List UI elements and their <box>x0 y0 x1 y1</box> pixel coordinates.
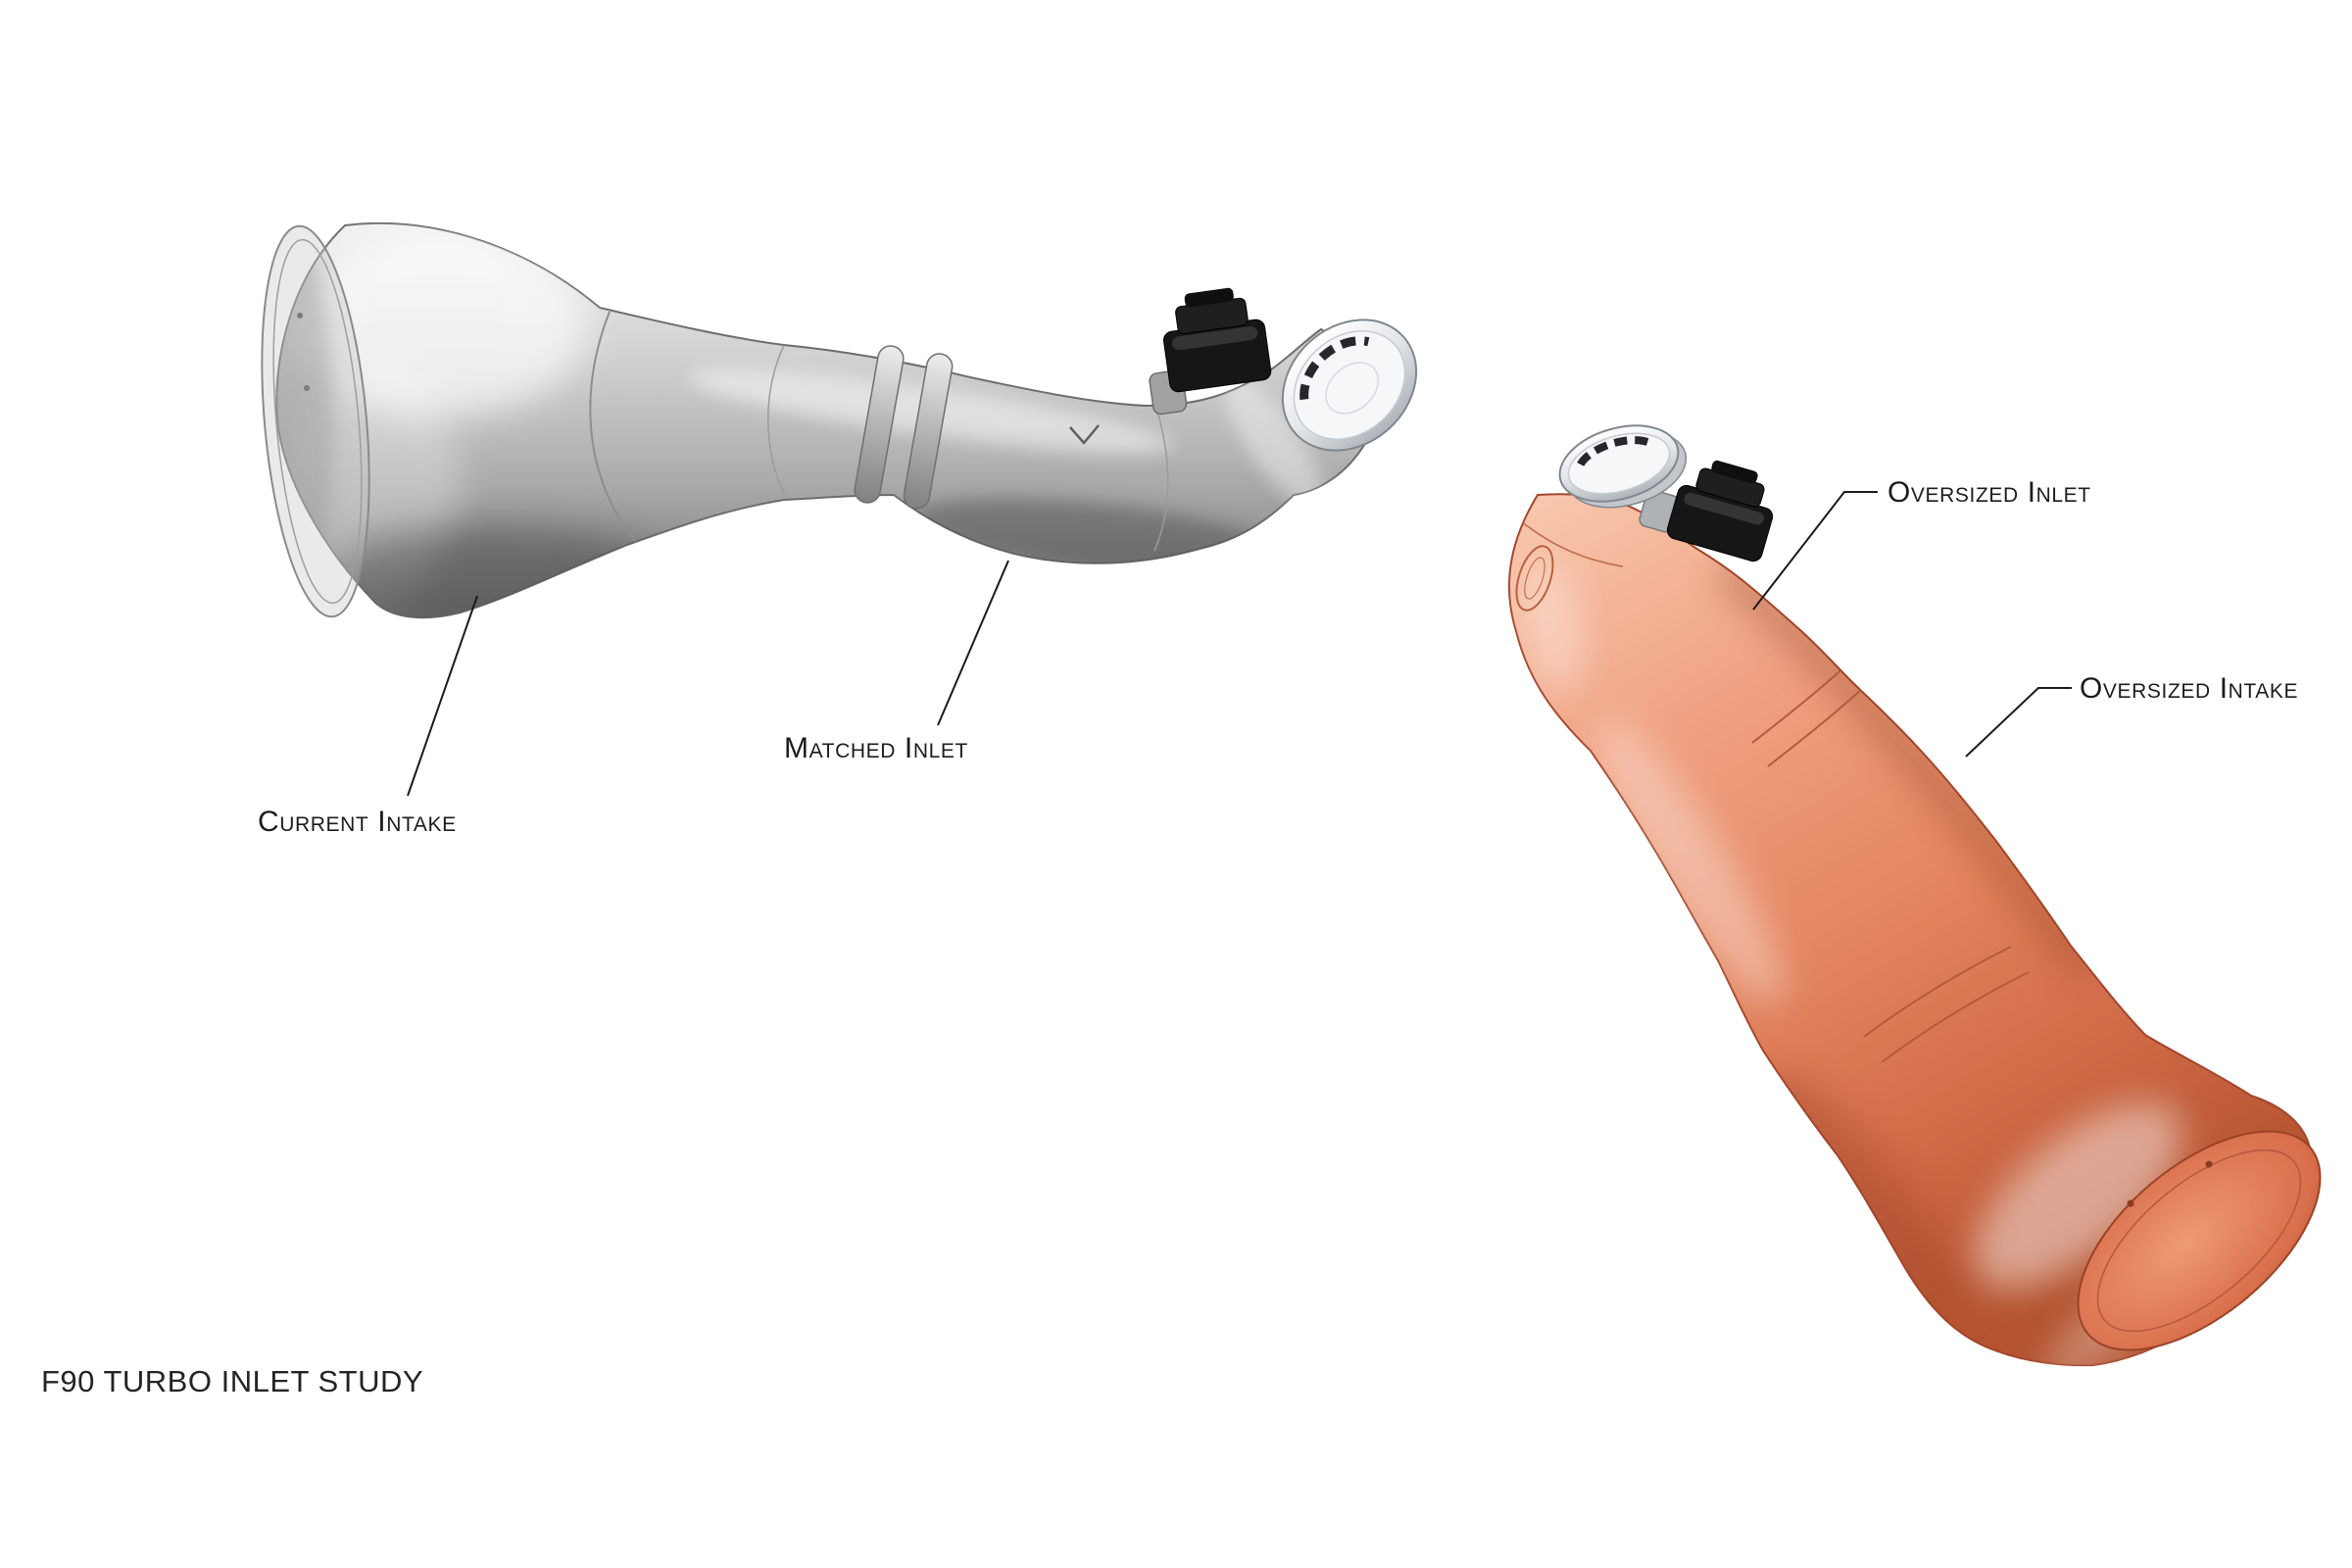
leader-current-intake <box>407 595 478 797</box>
label-oversized-inlet: Oversized Inlet <box>1887 476 2091 509</box>
figure-title: F90 TURBO INLET STUDY <box>41 1364 424 1398</box>
oversized-intake-render <box>1507 424 2322 1367</box>
bell-pin-hole <box>2205 1160 2213 1168</box>
coupler-end <box>1281 318 1418 452</box>
bell-pin-hole <box>304 385 310 391</box>
label-oversized-intake: Oversized Intake <box>2080 672 2299 705</box>
current-intake-bell-rim <box>261 224 370 618</box>
leader-oversized-intake <box>1965 687 2072 758</box>
label-current-intake: Current Intake <box>258 806 457 838</box>
current-intake-clamp-rings <box>854 345 954 510</box>
label-matched-inlet: Matched Inlet <box>784 732 968 764</box>
leader-matched-inlet <box>937 560 1009 726</box>
bell-pin-hole <box>297 313 303 318</box>
sensor-fitting <box>1639 460 1774 563</box>
sensor-fitting <box>1149 287 1272 416</box>
current-intake-render <box>261 221 1418 619</box>
current-intake-bell-rim-inner <box>272 238 363 605</box>
bell-pin-hole <box>2127 1200 2134 1207</box>
annotation-leaders <box>407 491 2072 797</box>
surface-chevron-mark <box>1069 424 1100 445</box>
leader-oversized-inlet <box>1752 491 1878 611</box>
coupler-end <box>1558 424 1688 509</box>
oversized-intake-bell-rim <box>2077 1130 2322 1351</box>
